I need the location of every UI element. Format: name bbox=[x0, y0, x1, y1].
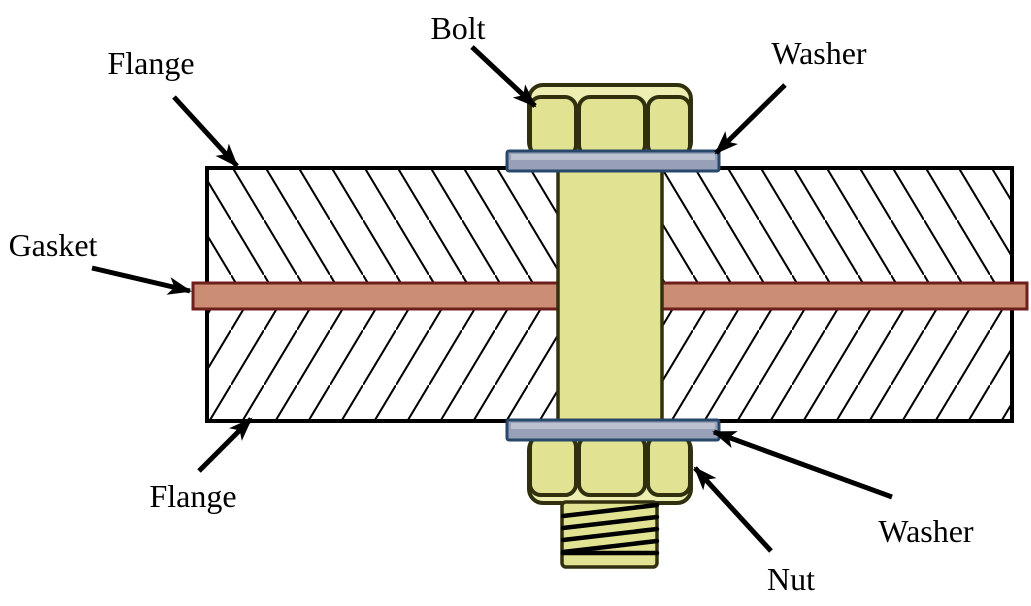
washer-bottom-body bbox=[505, 418, 721, 442]
flange-bottom-label: Flange bbox=[149, 478, 236, 514]
washer-top-highlight bbox=[511, 154, 715, 160]
washer-top-shape bbox=[505, 149, 721, 173]
thread-line bbox=[560, 526, 660, 543]
washer-top-arrow bbox=[714, 83, 787, 155]
nut-facet-left bbox=[528, 434, 578, 497]
bolt-shaft-shape bbox=[556, 148, 664, 427]
washer-top-body bbox=[505, 149, 721, 173]
washer-bottom-label: Washer bbox=[878, 513, 974, 549]
flange-top-arrow bbox=[172, 95, 239, 168]
bolt-head-shape bbox=[527, 83, 693, 158]
nut-shape bbox=[527, 434, 693, 505]
washer-bottom-arrow bbox=[712, 429, 893, 500]
bolt-head-facet-center bbox=[577, 95, 647, 158]
gasket-arrow bbox=[91, 265, 192, 295]
washer-top-label: Washer bbox=[771, 35, 867, 71]
washer-bottom-shape bbox=[505, 418, 721, 442]
thread-line bbox=[560, 514, 660, 531]
bolt-arrow bbox=[470, 45, 537, 108]
nut-label: Nut bbox=[767, 561, 815, 597]
thread-line bbox=[560, 502, 660, 519]
bolt-head-facet-left bbox=[528, 95, 578, 158]
bolt-label: Bolt bbox=[430, 10, 485, 46]
threaded-stud-shape bbox=[560, 500, 660, 569]
nut-facet-center bbox=[577, 434, 647, 497]
flange-top-label: Flange bbox=[107, 45, 194, 81]
nut-facet-right bbox=[646, 434, 692, 497]
flange-bottom-arrow bbox=[197, 417, 253, 473]
bolt-head-facet-right bbox=[646, 95, 692, 158]
washer-bottom-highlight bbox=[511, 423, 715, 429]
nut-arrow bbox=[693, 466, 773, 553]
gasket-label: Gasket bbox=[9, 227, 98, 263]
thread-line bbox=[560, 538, 660, 555]
